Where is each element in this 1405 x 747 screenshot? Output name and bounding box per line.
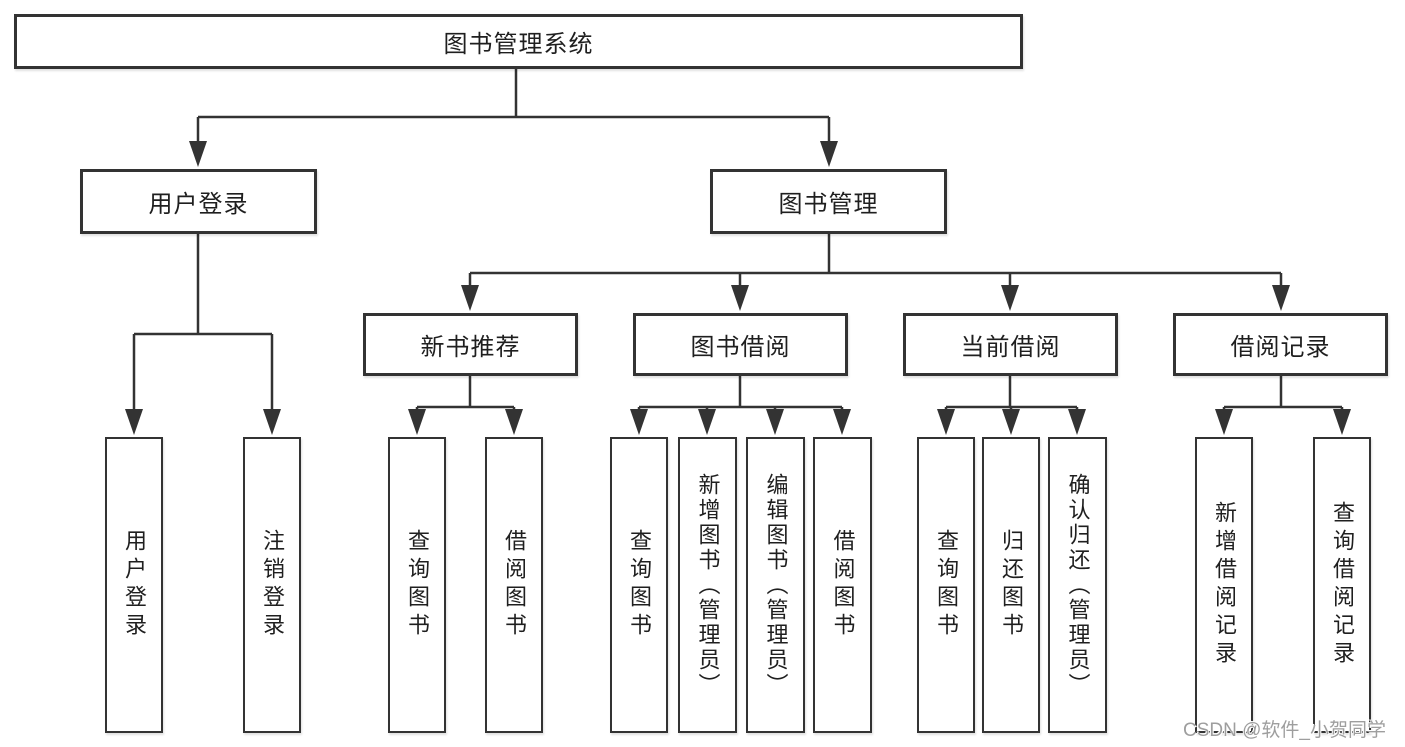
node-label: 编辑图书（管理员） [763, 472, 789, 698]
arrowhead-icon [1272, 285, 1290, 311]
node-label: 归还图书 [999, 529, 1024, 641]
leaf-user-login: 用户登录 [105, 437, 163, 733]
leaf-borrow-books: 借阅图书 [813, 437, 872, 733]
arrowhead-icon [408, 409, 426, 435]
node-label: 查询图书 [934, 529, 959, 641]
leaf-return-books: 归还图书 [982, 437, 1040, 733]
node-label: 借阅记录 [1230, 334, 1331, 361]
node-label: 新增图书（管理员） [695, 472, 721, 698]
node-label: 注销登录 [260, 529, 285, 641]
leaf-add-borrow-record: 新增借阅记录 [1195, 437, 1253, 733]
leaf-query-borrow-record: 查询借阅记录 [1313, 437, 1371, 733]
node-borrow-records: 借阅记录 [1173, 313, 1388, 376]
arrowhead-icon [263, 409, 281, 435]
arrowhead-icon [1001, 285, 1019, 311]
node-book-borrow: 图书借阅 [633, 313, 848, 376]
arrowhead-icon [698, 409, 716, 435]
leaf-borrow-books-recommend: 借阅图书 [485, 437, 543, 733]
leaf-edit-books-admin: 编辑图书（管理员） [746, 437, 805, 733]
leaf-confirm-return-admin: 确认归还（管理员） [1048, 437, 1107, 733]
arrowhead-icon [766, 409, 784, 435]
arrowhead-icon [505, 409, 523, 435]
node-user-login: 用户登录 [80, 169, 317, 234]
node-label: 借阅图书 [830, 529, 856, 641]
arrowhead-icon [1333, 409, 1351, 435]
node-new-book-recommend: 新书推荐 [363, 313, 578, 376]
arrowhead-icon [1068, 409, 1086, 435]
arrowhead-icon [937, 409, 955, 435]
leaf-query-books-current: 查询图书 [917, 437, 975, 733]
node-label: 查询图书 [405, 529, 430, 641]
leaf-query-books-recommend: 查询图书 [388, 437, 446, 733]
arrowhead-icon [630, 409, 648, 435]
node-label: 图书借阅 [690, 334, 791, 361]
node-label: 确认归还（管理员） [1065, 472, 1091, 698]
node-label: 查询借阅记录 [1330, 501, 1355, 669]
leaf-add-books-admin: 新增图书（管理员） [678, 437, 737, 733]
node-label: 新书推荐 [420, 334, 521, 361]
arrowhead-icon [461, 285, 479, 311]
node-label: 用户登录 [148, 191, 249, 218]
node-book-management: 图书管理 [710, 169, 947, 234]
node-label: 借阅图书 [502, 529, 527, 641]
arrowhead-icon [731, 285, 749, 311]
node-label: 新增借阅记录 [1212, 501, 1237, 669]
node-label: 当前借阅 [960, 334, 1061, 361]
csdn-watermark: CSDN @软件_小贺同学 [1183, 720, 1386, 741]
leaf-logout: 注销登录 [243, 437, 301, 733]
arrowhead-icon [189, 141, 207, 167]
arrowhead-icon [1002, 409, 1020, 435]
node-current-borrow: 当前借阅 [903, 313, 1118, 376]
node-label: 图书管理系统 [443, 31, 594, 58]
arrowhead-icon [820, 141, 838, 167]
node-label: 查询图书 [627, 529, 652, 641]
arrowhead-icon [833, 409, 851, 435]
node-label: 图书管理 [778, 191, 879, 218]
leaf-query-books: 查询图书 [610, 437, 668, 733]
node-library-system: 图书管理系统 [14, 14, 1023, 69]
node-label: 用户登录 [122, 529, 147, 641]
arrowhead-icon [125, 409, 143, 435]
arrowhead-icon [1215, 409, 1233, 435]
